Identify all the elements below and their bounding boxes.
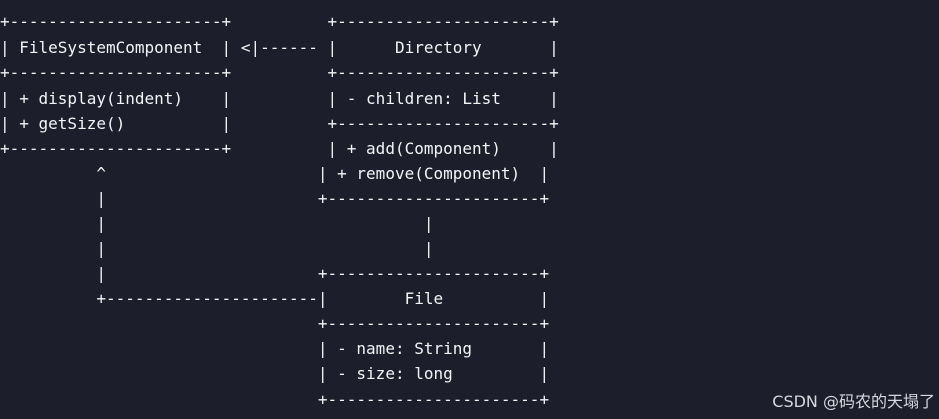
- diagram-line: | - size: long |: [0, 364, 550, 383]
- watermark: CSDN @码农的天塌了: [772, 392, 935, 411]
- diagram-line: | + display(indent) | | - children: List…: [0, 89, 559, 108]
- diagram-line: | +----------------------+: [0, 264, 550, 283]
- diagram-line: | FileSystemComponent | <|------ | Direc…: [0, 38, 559, 57]
- diagram-line: +----------------------| File |: [0, 289, 550, 308]
- diagram-line: ^ | + remove(Component) |: [0, 164, 550, 183]
- diagram-line: +----------------------+ +--------------…: [0, 12, 559, 31]
- diagram-line: | +----------------------+: [0, 189, 550, 208]
- diagram-line: +----------------------+ | + add(Compone…: [0, 139, 559, 158]
- diagram-line: | |: [0, 214, 434, 233]
- diagram-line: +----------------------+ +--------------…: [0, 63, 559, 82]
- diagram-line: +----------------------+: [0, 314, 550, 333]
- diagram-line: | - name: String |: [0, 339, 550, 358]
- diagram-line: | + getSize() | +----------------------+: [0, 114, 559, 133]
- diagram-line: | |: [0, 239, 434, 258]
- diagram-line: +----------------------+: [0, 390, 550, 409]
